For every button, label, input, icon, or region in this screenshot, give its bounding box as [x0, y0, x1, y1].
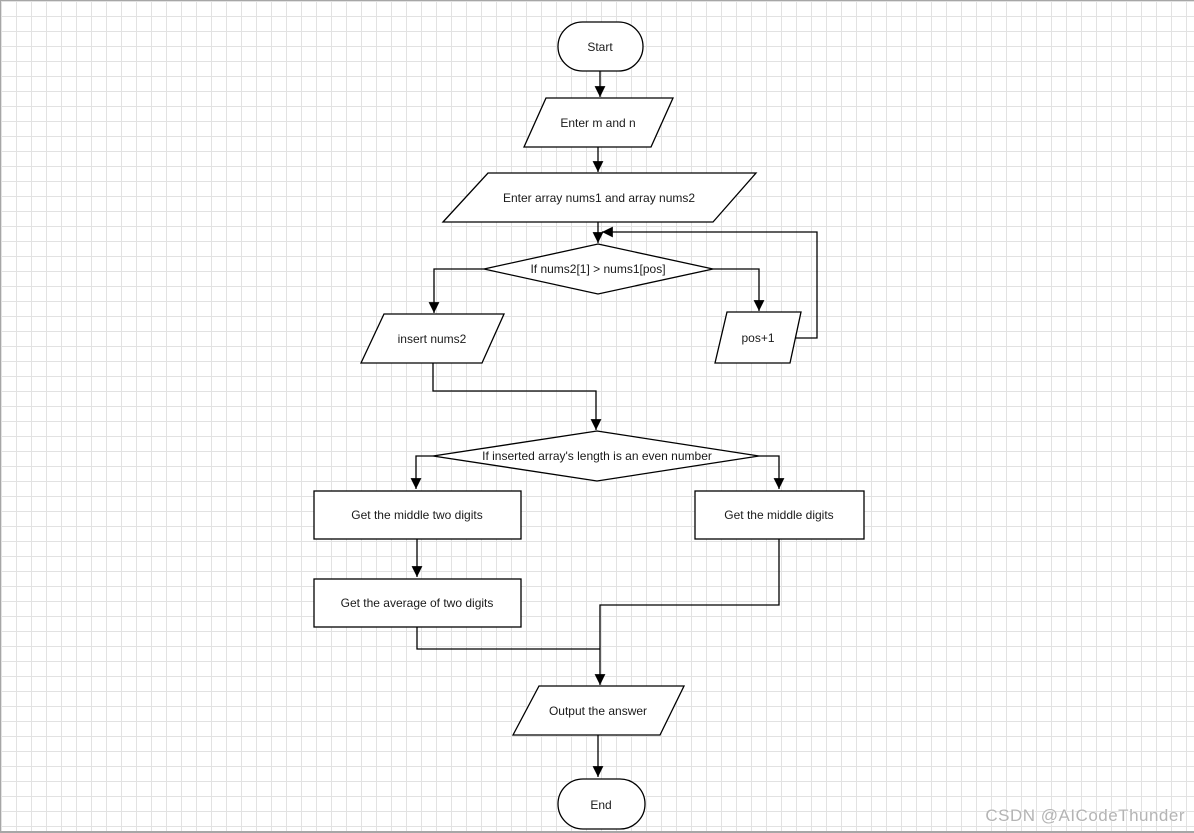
node-end-label: End	[590, 798, 611, 812]
node-insert-nums2: insert nums2	[359, 313, 506, 364]
node-enter-m-and-n-label: Enter m and n	[560, 116, 635, 130]
node-middle-digits-label: Get the middle digits	[724, 508, 833, 522]
node-output-answer-label: Output the answer	[549, 704, 647, 718]
node-decision-even: If inserted array's length is an even nu…	[432, 430, 760, 482]
node-average-two-digits: Get the average of two digits	[313, 578, 522, 628]
node-decision-compare: If nums2[1] > nums1[pos]	[483, 243, 714, 295]
edge-insert-nums2-to-decision-even	[432, 363, 602, 430]
node-start: Start	[557, 21, 644, 72]
node-middle-two-digits: Get the middle two digits	[313, 490, 522, 540]
node-pos-increment-label: pos+1	[741, 331, 774, 345]
edge-middle-digits-to-output	[594, 539, 780, 685]
edge-average-to-merge	[416, 627, 600, 650]
node-enter-m-and-n: Enter m and n	[522, 97, 675, 148]
node-start-label: Start	[587, 40, 613, 54]
node-output-answer: Output the answer	[511, 685, 686, 736]
node-middle-two-digits-label: Get the middle two digits	[351, 508, 482, 522]
node-pos-increment: pos+1	[714, 311, 802, 364]
edge-pos-increment-loop-back	[602, 226, 818, 339]
edge-decision-compare-to-pos-increment	[713, 268, 765, 311]
node-insert-nums2-label: insert nums2	[398, 332, 467, 346]
node-average-two-digits-label: Get the average of two digits	[341, 596, 494, 610]
edge-decision-even-to-middle-two-digits	[410, 455, 433, 489]
node-enter-arrays: Enter array nums1 and array nums2	[441, 172, 758, 223]
watermark-text: CSDN @AICodeThunder	[985, 806, 1185, 825]
node-middle-digits: Get the middle digits	[694, 490, 865, 540]
edge-decision-compare-to-insert-nums2	[428, 268, 484, 313]
edge-decision-even-to-middle-digits	[759, 455, 785, 489]
node-end: End	[557, 778, 646, 830]
node-decision-even-label: If inserted array's length is an even nu…	[482, 449, 712, 463]
node-enter-arrays-label: Enter array nums1 and array nums2	[503, 191, 695, 205]
watermark: CSDN @AICodeThunder	[985, 806, 1185, 826]
node-decision-compare-label: If nums2[1] > nums1[pos]	[530, 262, 665, 276]
